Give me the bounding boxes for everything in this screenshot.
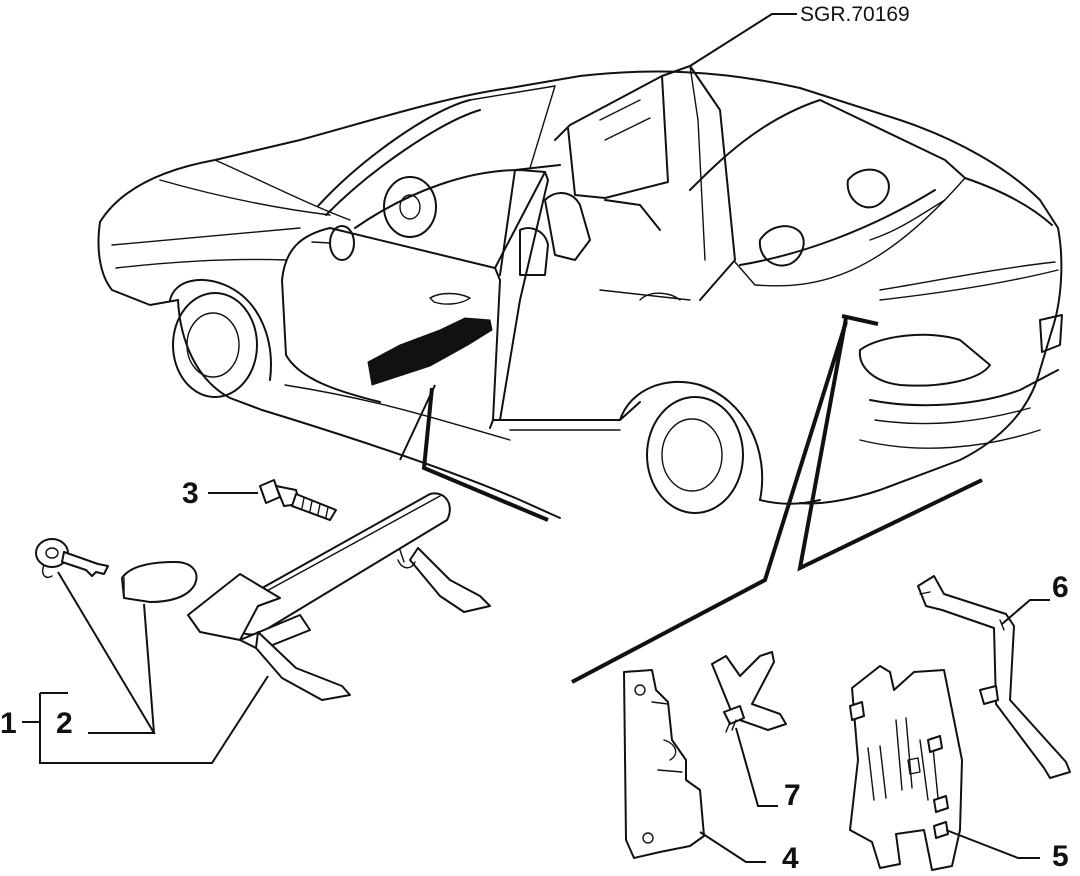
callout-3: 3 xyxy=(182,477,199,510)
section-line-left xyxy=(421,387,549,522)
part-6-spring-bracket xyxy=(917,575,1071,779)
section-line-top-right xyxy=(841,314,879,326)
callout-7: 7 xyxy=(784,779,801,812)
part-1-door-handle xyxy=(187,492,491,701)
part-2-lock-cover xyxy=(121,561,198,603)
callout-5-leader xyxy=(945,829,1040,859)
part-7-bracket xyxy=(711,651,787,733)
callout-5: 5 xyxy=(1052,840,1069,873)
part-5-mounting-plate xyxy=(849,665,963,871)
callout-1: 1 xyxy=(0,707,17,740)
callout-6: 6 xyxy=(1052,571,1069,604)
callout-4-leader xyxy=(699,831,766,863)
callout-7-leader xyxy=(735,727,778,807)
car-body-illustration xyxy=(97,65,1063,519)
part-2-key xyxy=(35,538,109,579)
callout-6-leader xyxy=(1001,599,1050,625)
callout-2: 2 xyxy=(56,707,73,740)
section-line-right xyxy=(797,317,983,572)
reference-code: SGR.70169 xyxy=(800,3,910,26)
callout-4: 4 xyxy=(782,842,799,875)
reference-leader-line xyxy=(689,13,797,67)
part-3-screw xyxy=(259,479,337,521)
callout-2-leader-cover xyxy=(143,603,155,734)
callout-1-leader xyxy=(39,675,269,764)
part-4-striker-plate xyxy=(623,669,705,859)
section-line-lower xyxy=(571,321,848,684)
